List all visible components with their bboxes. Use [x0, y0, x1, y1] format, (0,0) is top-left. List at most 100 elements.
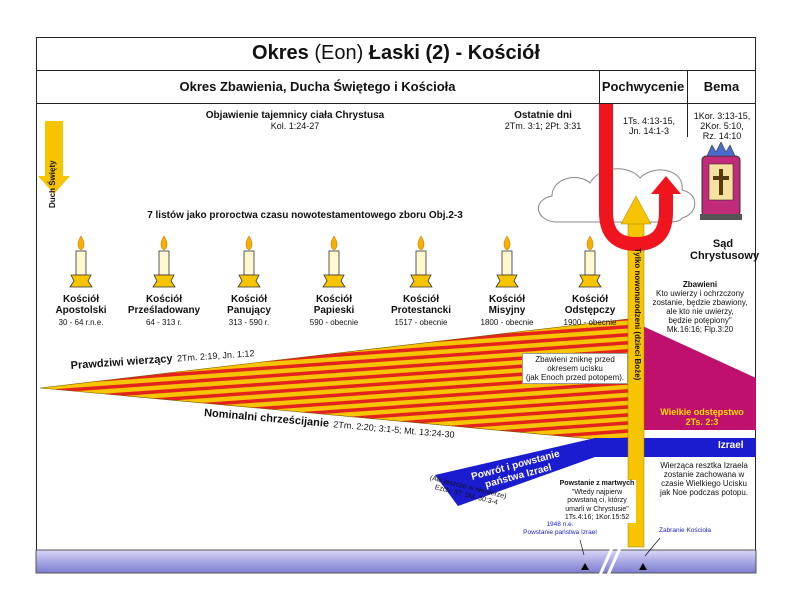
resurrection-line: umarli w Chrystusie"	[565, 505, 629, 513]
candles-group	[69, 235, 602, 288]
header-period: Okres Zbawienia, Ducha Świętego i Kościo…	[36, 71, 599, 104]
cloud-shape	[538, 168, 696, 223]
saved-line: Kto uwierzy i ochrzczony	[655, 289, 745, 298]
candle-icon	[409, 235, 433, 288]
column-divider	[687, 71, 688, 137]
resurrection-title: Powstanie z martwych	[559, 480, 635, 487]
header-bema: Bema	[687, 71, 756, 104]
remnant-line: czasie Wielkiego Ucisku	[661, 479, 747, 488]
church-dates: 30 - 64 r.n.e.	[58, 318, 104, 327]
bema-ref: 1Kor. 3:13-15, 2Kor. 5:10, Rz. 14:10	[688, 111, 756, 141]
resurrection-line: "Wtedy najpierw	[571, 488, 623, 496]
apostasy-line: Wielkie odstępstwo	[660, 407, 744, 417]
rapture-ref-line: 1Ts. 4:13-15,	[622, 116, 676, 126]
last-days-ref: 2Tm. 3:1; 2Pt. 3:31	[504, 121, 582, 131]
header-rapture: Pochwycenie	[599, 71, 687, 104]
reborn-arrow-head	[620, 195, 652, 225]
remnant-line: Wierząca resztka Izraela	[660, 461, 748, 470]
remnant-line: jak Noe podczas potopu.	[659, 488, 749, 497]
saved-line: ale kto nie uwierzy,	[666, 307, 734, 316]
holy-spirit-label: Duch Święty	[48, 160, 57, 208]
church-name-line: Kościół	[145, 294, 183, 305]
church-name: Apostolski	[55, 305, 107, 316]
holy-spirit-arrow	[38, 121, 70, 194]
judgment-label: Sąd Chrystusowy	[690, 238, 760, 262]
rapture-arrow-head	[651, 176, 681, 194]
rapture-ref: 1Ts. 4:13-15, Jn. 14:1-3	[614, 116, 684, 136]
church-name: Protestancki	[390, 305, 452, 316]
church-name: Papieski	[313, 305, 355, 316]
vanish-line: Zbawieni zniknę przed	[535, 355, 615, 364]
judgment-line: Chrystusowy	[690, 250, 760, 262]
church-name-line: Kościół	[230, 294, 268, 305]
judgment-seat-icon	[700, 141, 742, 220]
bema-ref-line: 1Kor. 3:13-15,	[693, 111, 751, 121]
candle-icon	[237, 235, 261, 288]
last-days-title: Ostatnie dni	[514, 110, 572, 121]
true-believers-ref: 2Tm. 2:19, Jn. 1:12	[176, 348, 255, 364]
marker-1948	[581, 563, 589, 570]
timeline-break	[606, 547, 622, 576]
israel-label: Izrael	[718, 440, 744, 451]
timeline-break	[598, 547, 614, 576]
church-dates: 1517 - obecnie	[394, 318, 448, 327]
vanish-line: (jak Enoch przed potopem).	[525, 373, 625, 382]
bema-ref-line: Rz. 14:10	[702, 131, 742, 141]
timeline-bar	[35, 549, 757, 574]
church-dates: 590 - obecnie	[309, 318, 359, 327]
marker-rapture	[639, 563, 647, 570]
saved-line: zostanie, będzie zbawiony,	[652, 298, 748, 307]
candle-icon	[578, 235, 602, 288]
mystery-ref: Kol. 1:24-27	[270, 121, 320, 131]
resurrection-line: powstaną ci, którzy	[567, 497, 627, 504]
saved-note: Zbawieni Kto uwierzy i ochrzczony zostan…	[650, 280, 750, 334]
reborn-label: Tylko nowonarodzeni (dzieci Boże)	[633, 248, 642, 381]
pointer-line	[579, 539, 585, 556]
title-part-a: Okres	[252, 42, 309, 64]
remnant-note: Wierząca resztka Izraela zostanie zachow…	[652, 461, 756, 497]
church-name-line: Kościół	[571, 294, 609, 305]
apostasy-label: Wielkie odstępstwo 2Ts. 2:3	[650, 407, 754, 427]
church-taken-label: Zabranie Kościoła	[658, 527, 712, 534]
title-part-c: Łaski (2) - Kościół	[368, 42, 540, 64]
candle-icon	[69, 235, 93, 288]
resurrection-note: Powstanie z martwych "Wtedy najpierw pow…	[558, 480, 636, 523]
remnant-line: zostanie zachowana w	[663, 470, 745, 479]
resurrection-line: 1Ts.4:16; 1Kor.15:52	[564, 514, 630, 521]
saved-line: Mk.16:16; Flp.3:20	[666, 325, 734, 334]
church-name-line: Kościół	[315, 294, 353, 305]
church-name: Prześladowany	[127, 305, 201, 316]
note-1948-line: 1948 n.e.	[546, 521, 574, 528]
church-name: Panujący	[227, 305, 271, 316]
saved-line: będzie potępiony"	[668, 316, 732, 325]
church-name-line: Kościół	[62, 294, 100, 305]
israel-return-shape	[435, 438, 595, 506]
bema-ref-line: 2Kor. 5:10,	[700, 121, 744, 131]
church-name: Misyjny	[488, 305, 526, 316]
page-title: Okres (Eon) Łaski (2) - Kościół	[36, 37, 756, 71]
letters-heading: 7 listów jako proroctwa czasu nowotestam…	[147, 210, 463, 221]
candle-icon	[495, 235, 519, 288]
apostasy-shape	[636, 323, 756, 430]
judgment-line: Sąd	[712, 238, 734, 250]
title-part-b: (Eon)	[314, 42, 364, 64]
candle-icon	[152, 235, 176, 288]
candle-icon	[322, 235, 346, 288]
vanish-note: Zbawieni zniknę przed okresem ucisku (ja…	[522, 353, 628, 384]
mystery-title: Objawienie tajemnicy ciała Chrystusa	[205, 110, 385, 121]
church-name: Odstępczy	[564, 305, 616, 316]
church-dates: 1900 - obecnie	[563, 318, 617, 327]
note-1948: 1948 n.e. Powstanie państwa Izrael	[515, 521, 605, 536]
church-dates: 1800 - obecnie	[480, 318, 534, 327]
note-1948-line: Powstanie państwa Izrael	[523, 528, 597, 536]
pointer-line	[644, 537, 661, 557]
rapture-ref-line: Jn. 14:1-3	[628, 126, 670, 136]
vanish-line: okresem ucisku	[547, 364, 603, 373]
